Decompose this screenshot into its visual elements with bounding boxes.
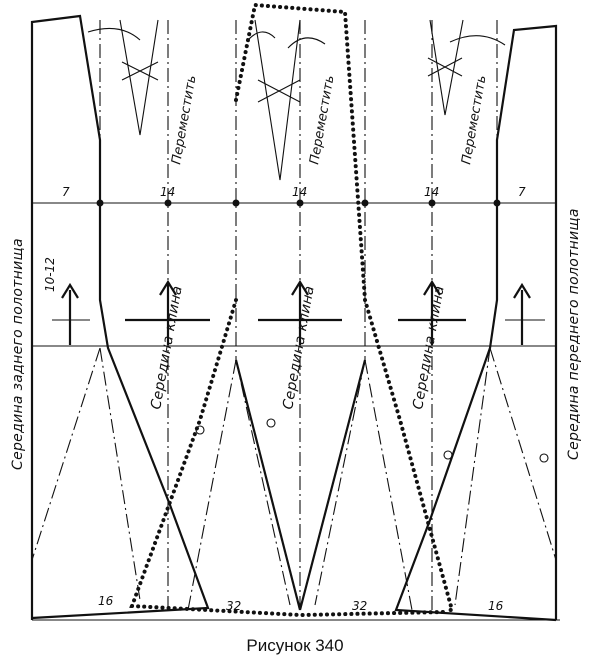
measure-bottom-3: 32 [352, 599, 367, 613]
move-arrow-2 [247, 31, 276, 41]
flare-line-5 [314, 359, 366, 606]
flare-line-8 [489, 347, 557, 561]
notch-circle-1 [443, 450, 453, 460]
move-arrow-3 [287, 37, 326, 49]
point-hip-3 [232, 199, 240, 207]
measure-top-3: 14 [292, 185, 307, 199]
grain-arrows-2 [125, 279, 210, 345]
notch-circle-2 [539, 453, 549, 463]
measure-bottom-4: 16 [488, 599, 504, 613]
gore-center-label-3: Середина клина [410, 285, 448, 411]
flare-line-2 [99, 347, 141, 601]
gore-center-label-2: Середина клина [280, 285, 318, 411]
notch-circle-3 [266, 418, 276, 428]
flare-line-3 [187, 359, 237, 611]
grain-arrows-1 [52, 282, 90, 345]
front-panel-outline [394, 24, 558, 622]
notch-circle-4 [195, 425, 205, 435]
measure-bottom-2: 32 [226, 599, 241, 613]
grain-arrows-5 [505, 282, 545, 345]
front-center-label: Середина переднего полотнища [566, 208, 582, 460]
move-label-3: Переместить [459, 74, 489, 165]
modified-gore-left [129, 298, 447, 618]
flare-line-4 [235, 359, 291, 606]
grain-arrows-3 [258, 279, 342, 345]
yoke-height-label: 10-12 [43, 257, 57, 292]
modified-gore-outline [234, 2, 455, 612]
flare-line-1 [31, 347, 101, 561]
measure-top-1: 7 [62, 185, 70, 199]
back-center-label: Середина заднего полотнища [10, 238, 26, 470]
dart-cross-2 [257, 79, 301, 103]
center-gore-left-side [234, 359, 302, 611]
point-hip-6 [428, 199, 436, 207]
point-hip-5 [361, 199, 369, 207]
figure-caption: Рисунок 340 [246, 636, 344, 655]
measure-top-4: 14 [424, 185, 439, 199]
skirt-pattern-diagram: 7 14 14 14 7 16 32 32 16 10-12 Середина … [10, 2, 582, 622]
dart-cross-1 [121, 61, 159, 81]
measure-bottom-1: 16 [98, 594, 114, 608]
point-hip-1 [96, 199, 104, 207]
dart-3 [429, 19, 464, 116]
move-arrow-1 [87, 27, 141, 41]
gore-center-label-1: Середина клина [148, 285, 186, 411]
flare-line-7 [454, 347, 491, 606]
dart-1 [119, 19, 159, 136]
flare-line-6 [364, 359, 413, 611]
point-hip-7 [493, 199, 501, 207]
dart-2 [254, 19, 301, 181]
measure-top-2: 14 [160, 185, 175, 199]
move-arrow-4 [449, 35, 506, 46]
measure-top-5: 7 [518, 185, 526, 199]
grain-arrows-4 [398, 279, 466, 345]
dart-cross-3 [427, 57, 463, 77]
center-gore-right-side [298, 359, 367, 611]
move-label-2: Переместить [307, 74, 337, 165]
point-hip-4 [296, 199, 304, 207]
point-hip-2 [164, 199, 172, 207]
move-label-1: Переместить [169, 74, 199, 165]
